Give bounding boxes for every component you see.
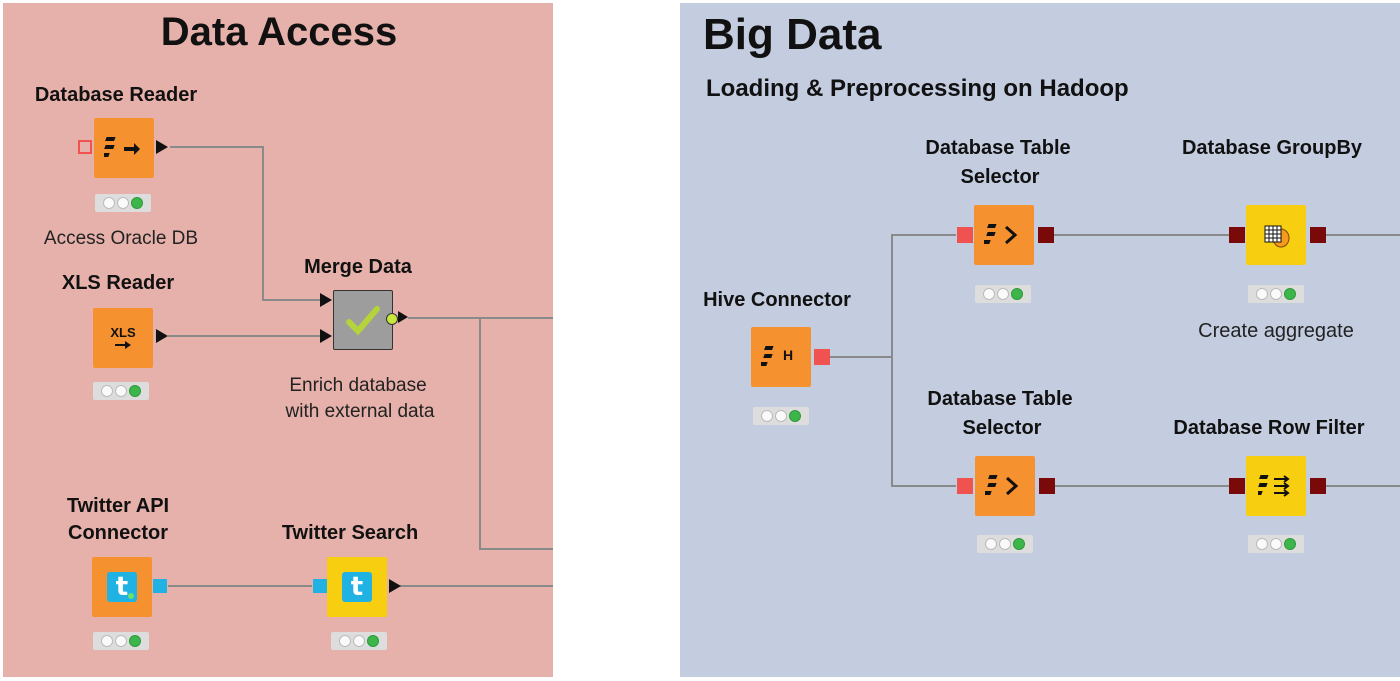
table-selector-top-label-1: Database Table	[925, 137, 1071, 159]
database-hive-icon	[761, 346, 774, 366]
twitter-search-node[interactable]: t	[327, 557, 387, 617]
twitter-api-node[interactable]: t	[92, 557, 152, 617]
twitter-search-icon: t	[342, 572, 372, 602]
merge-data-node[interactable]	[333, 290, 393, 350]
wire-hive-bottom	[891, 357, 956, 487]
xls-reader-label: XLS Reader	[61, 272, 175, 294]
table-selector-icon	[985, 475, 1019, 496]
database-reader-label: Database Reader	[34, 84, 198, 106]
data-access-title: Data Access	[160, 10, 398, 54]
merge-data-caption-2: with external data	[285, 401, 435, 422]
table-selector-top-status	[975, 285, 1031, 303]
table-selector-bottom-status	[977, 535, 1033, 553]
table-selector-top-label-2: Selector	[960, 166, 1040, 188]
table-selector-bottom-label-2: Selector	[962, 417, 1042, 439]
twitter-api-label-2: Connector	[68, 522, 168, 544]
twitter-api-icon-text: t	[115, 572, 129, 602]
table-selector-top-output-port[interactable]	[1038, 227, 1054, 243]
groupby-input-port[interactable]	[1229, 227, 1245, 243]
hive-connector-label: Hive Connector	[703, 289, 851, 311]
twitter-search-input-port[interactable]	[313, 579, 327, 593]
groupby-label: Database GroupBy	[1181, 137, 1363, 159]
checkmark-icon	[346, 306, 380, 336]
twitter-api-label-1: Twitter API	[66, 495, 170, 517]
merge-data-label: Merge Data	[304, 256, 412, 278]
row-filter-input-port[interactable]	[1229, 478, 1245, 494]
groupby-node[interactable]	[1246, 205, 1306, 265]
database-reader-status	[95, 194, 151, 212]
row-filter-label: Database Row Filter	[1173, 417, 1365, 439]
merge-data-caption-1: Enrich database	[289, 375, 427, 396]
merge-data-input-port-2[interactable]	[320, 329, 332, 343]
hive-connector-status	[753, 407, 809, 425]
xls-reader-output-port[interactable]	[156, 329, 168, 343]
hive-connector-node[interactable]: H	[751, 327, 811, 387]
hive-connector-output-port[interactable]	[814, 349, 830, 365]
twitter-api-output-port[interactable]	[153, 579, 167, 593]
merge-data-output-arrow	[398, 311, 408, 323]
xls-reader-status	[93, 382, 149, 400]
table-selector-top-node[interactable]	[974, 205, 1034, 265]
wire-merge-down	[479, 318, 553, 550]
twitter-search-output-port[interactable]	[389, 579, 401, 593]
merge-data-input-port-1[interactable]	[320, 293, 332, 307]
twitter-search-status	[331, 632, 387, 650]
database-reader-icon	[104, 137, 140, 157]
database-reader-input-port[interactable]	[78, 140, 92, 154]
hive-icon-text: H	[783, 347, 794, 363]
groupby-output-port[interactable]	[1310, 227, 1326, 243]
row-filter-status	[1248, 535, 1304, 553]
big-data-title: Big Data	[703, 10, 882, 59]
xls-icon: XLS	[110, 324, 136, 351]
big-data-subtitle: Loading & Preprocessing on Hadoop	[706, 75, 1129, 102]
table-selector-bottom-node[interactable]	[975, 456, 1035, 516]
xls-icon-text: XLS	[110, 324, 136, 340]
twitter-api-status	[93, 632, 149, 650]
twitter-search-label: Twitter Search	[281, 522, 419, 544]
groupby-icon	[1264, 225, 1290, 248]
database-reader-caption: Access Oracle DB	[43, 228, 199, 249]
table-selector-bottom-label-1: Database Table	[927, 388, 1073, 410]
merge-data-output-port[interactable]	[386, 313, 398, 325]
table-selector-bottom-output-port[interactable]	[1039, 478, 1055, 494]
row-filter-output-port[interactable]	[1310, 478, 1326, 494]
database-reader-output-port[interactable]	[156, 140, 168, 154]
twitter-search-icon-text: t	[350, 572, 364, 602]
row-filter-icon	[1258, 475, 1290, 497]
xls-reader-node[interactable]: XLS	[93, 308, 153, 368]
twitter-icon: t	[107, 572, 137, 602]
wire-dbreader-merge	[170, 146, 320, 301]
groupby-caption: Create aggregate	[1198, 320, 1354, 342]
table-selector-bottom-input-port[interactable]	[957, 478, 973, 494]
wire-hive-top	[830, 234, 956, 358]
row-filter-node[interactable]	[1246, 456, 1306, 516]
table-selector-top-input-port[interactable]	[957, 227, 973, 243]
groupby-status	[1248, 285, 1304, 303]
table-selector-icon	[984, 224, 1018, 245]
database-reader-node[interactable]	[94, 118, 154, 178]
